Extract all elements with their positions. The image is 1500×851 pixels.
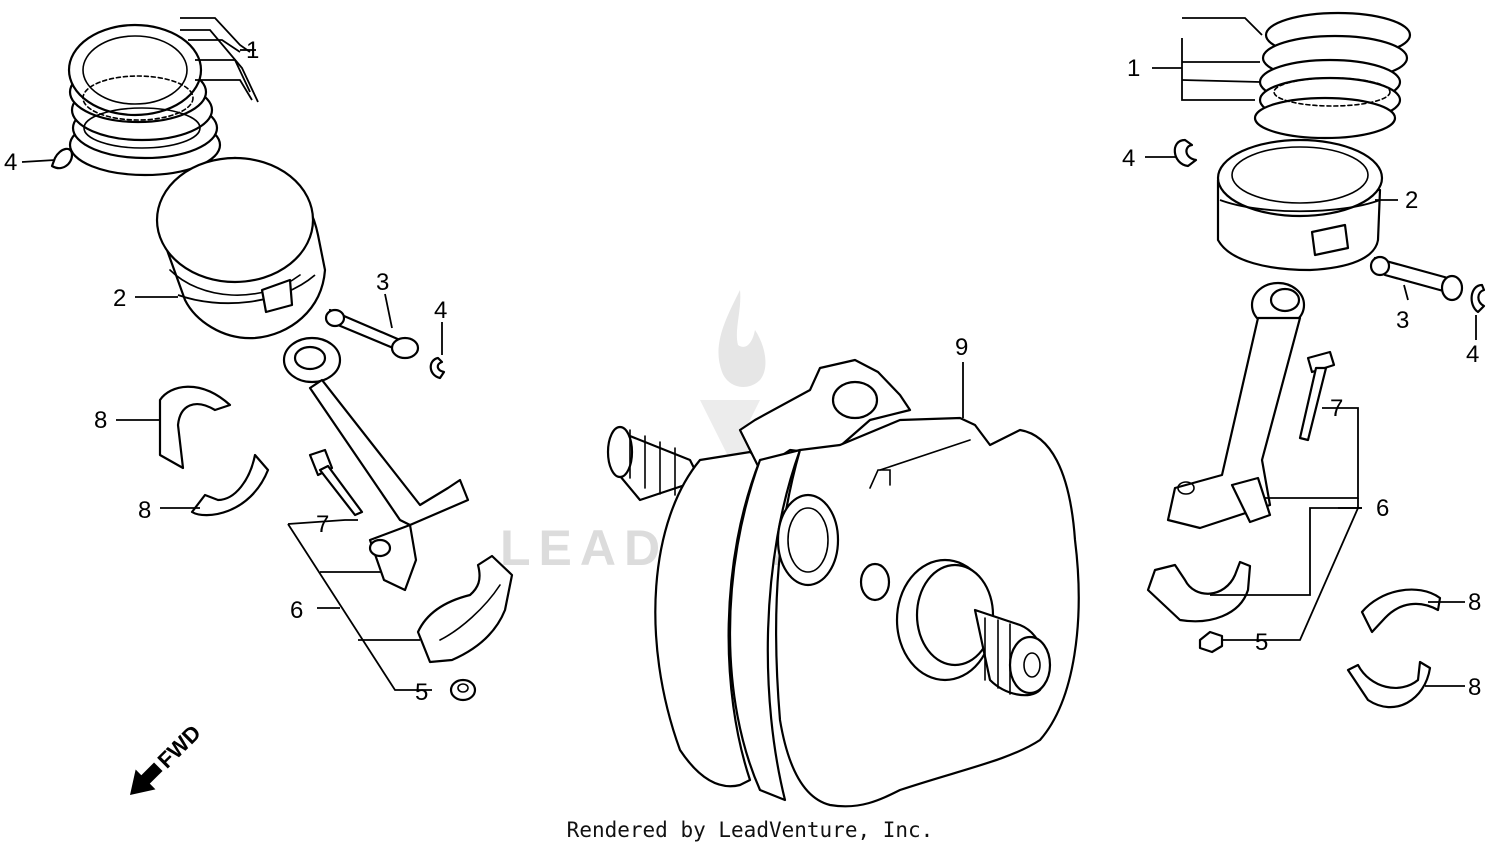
callout-4-right-a: 4 xyxy=(1122,145,1135,172)
left-connecting-rod xyxy=(282,336,470,592)
callout-6-left: 6 xyxy=(290,597,303,624)
callout-9: 9 xyxy=(955,334,968,361)
footer-credit: Rendered by LeadVenture, Inc. xyxy=(566,818,934,842)
right-rod-cap xyxy=(1146,560,1252,623)
callout-8-right-a: 8 xyxy=(1468,589,1481,616)
left-pin-clip-right xyxy=(429,356,446,380)
right-rod-nut xyxy=(1198,630,1224,654)
left-rod-bolt xyxy=(308,448,364,517)
callout-7-left: 7 xyxy=(316,511,329,538)
callout-4-right-b: 4 xyxy=(1466,341,1479,368)
left-rod-cap xyxy=(416,554,514,664)
callout-3-left: 3 xyxy=(376,269,389,296)
right-pin-clip-right xyxy=(1470,283,1486,314)
callout-8-left-b: 8 xyxy=(138,497,151,524)
right-piston-pin xyxy=(1369,255,1464,302)
right-bearing-upper xyxy=(1360,588,1442,634)
left-bearing-lower xyxy=(190,453,270,517)
callout-6-right: 6 xyxy=(1376,495,1389,522)
fwd-arrow-icon xyxy=(130,762,163,795)
callout-5-left: 5 xyxy=(415,679,428,706)
callout-8-left-a: 8 xyxy=(94,407,107,434)
callout-5-right: 5 xyxy=(1255,629,1268,656)
right-piston xyxy=(1216,138,1384,272)
callout-8-right-b: 8 xyxy=(1468,674,1481,701)
right-pin-clip-left xyxy=(1173,138,1198,168)
callout-1-right: 1 xyxy=(1127,55,1140,82)
left-piston-pin xyxy=(324,308,420,360)
left-piston-rings xyxy=(67,23,222,177)
callout-3-right: 3 xyxy=(1396,307,1409,334)
right-rod-bolt xyxy=(1298,350,1336,442)
right-bearing-lower xyxy=(1346,660,1432,709)
callout-4-left-a: 4 xyxy=(4,149,17,176)
left-leader-lines xyxy=(21,17,443,691)
callout-2-right: 2 xyxy=(1405,187,1418,214)
right-piston-rings xyxy=(1253,11,1412,140)
left-bearing-upper xyxy=(158,385,232,470)
right-leader-lines xyxy=(1145,17,1477,687)
fwd-label: FWD xyxy=(153,720,206,773)
callout-7-right: 7 xyxy=(1330,395,1343,422)
left-piston xyxy=(155,156,327,340)
crankshaft xyxy=(606,358,1080,808)
callout-4-left-b: 4 xyxy=(434,297,447,324)
callout-2-left: 2 xyxy=(113,285,126,312)
right-connecting-rod xyxy=(1166,281,1306,530)
left-pin-clip-left xyxy=(50,147,74,170)
fwd-arrow: FWD xyxy=(130,720,206,795)
callout-1-left: 1 xyxy=(246,37,259,64)
left-rod-nut xyxy=(449,678,477,702)
